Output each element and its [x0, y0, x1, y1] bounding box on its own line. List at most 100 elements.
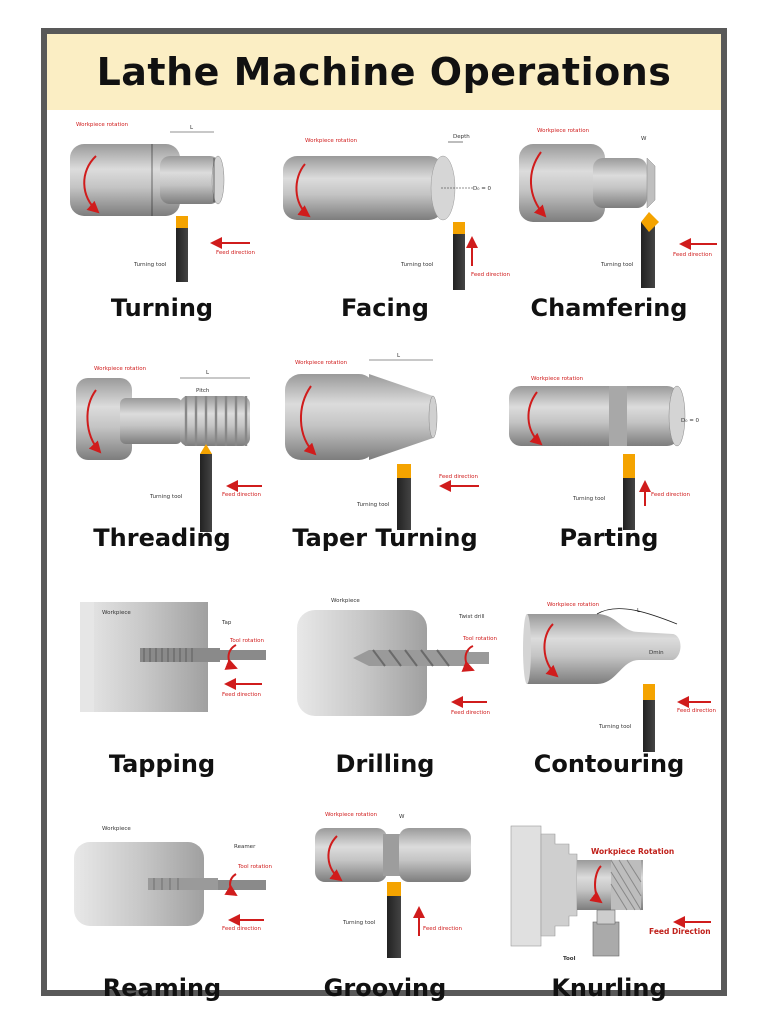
turning-tool [176, 216, 188, 282]
workpiece-label: Workpiece [102, 826, 131, 832]
feed-direction-label: Feed direction [222, 692, 261, 698]
workpiece-body [519, 144, 605, 222]
width-label: W [641, 136, 647, 142]
turning-tool-label: Turning tool [572, 496, 606, 502]
operation-caption: Parting [559, 524, 659, 552]
length-label: L [637, 608, 641, 614]
tool-rotation-arrow [224, 644, 238, 670]
length-label: L [190, 125, 194, 131]
operation-caption: Reaming [102, 974, 222, 1002]
feed-direction-label: Feed direction [439, 474, 478, 480]
d0-label: D₀ = 0 [681, 418, 700, 424]
workpiece-rotation-label: Workpiece rotation [76, 122, 129, 128]
rotation-arrow [529, 151, 547, 218]
operation-knurling: Workpiece Rotation Feed Direction Tool K… [497, 796, 721, 1026]
operation-contouring: Workpiece rotation L Dmin Feed direction… [497, 572, 721, 802]
workpiece-left [315, 828, 387, 882]
operation-caption: Tapping [108, 750, 216, 778]
knurling-tool [592, 921, 620, 957]
tool-rotation-arrow [224, 873, 238, 897]
feed-direction-label: Feed direction [651, 492, 690, 498]
workpiece-body [285, 374, 375, 460]
twist-drill [353, 649, 489, 667]
tool-rotation-label: Tool rotation [237, 864, 273, 870]
page-title: Lathe Machine Operations [96, 50, 672, 94]
workpiece-body [297, 610, 427, 716]
parting-groove [609, 386, 627, 446]
turning-tool [453, 222, 465, 290]
feed-direction-label: Feed Direction [649, 927, 711, 936]
reamer-label: Reamer [234, 844, 256, 850]
turning-tool-label: Turning tool [600, 262, 634, 268]
rotation-arrow [327, 835, 343, 882]
rotation-arrow [295, 163, 311, 218]
length-label: L [397, 353, 401, 359]
operation-caption: Drilling [335, 750, 435, 778]
turning-tool-label: Turning tool [400, 262, 434, 268]
rotation-arrow [299, 385, 317, 456]
workpiece-right [399, 828, 471, 882]
tool-rotation-label: Tool rotation [462, 636, 498, 642]
workpiece-turned-section [160, 156, 220, 204]
pitch-label: Pitch [196, 388, 210, 394]
operation-chamfering: Workpiece rotation W Feed direction Turn… [497, 116, 721, 346]
operation-caption: Contouring [533, 750, 685, 778]
workpiece-rotation-label: Workpiece rotation [325, 812, 378, 818]
feed-direction-label: Feed direction [423, 926, 462, 932]
twist-drill-label: Twist drill [458, 614, 485, 620]
operation-caption: Knurling [551, 974, 667, 1002]
turning-tool-label: Turning tool [342, 920, 376, 926]
tool-tip [453, 222, 465, 234]
tap-tool [140, 648, 266, 662]
operation-caption: Grooving [323, 974, 447, 1002]
groove [383, 834, 403, 876]
workpiece-rotation-label: Workpiece Rotation [591, 847, 674, 856]
rotation-arrow [527, 391, 543, 446]
depth-label: Depth [453, 134, 470, 140]
operation-caption: Turning [110, 294, 214, 322]
length-label: L [206, 370, 210, 376]
feed-direction-label: Feed direction [222, 492, 261, 498]
title-banner: Lathe Machine Operations [47, 34, 721, 110]
tool-tip [643, 684, 655, 700]
operation-turning: L Workpiece rotation Feed direction Turn… [50, 116, 274, 346]
workpiece-rotation-label: Workpiece rotation [94, 366, 147, 372]
tool-rotation-arrow [461, 645, 475, 672]
dmin-label: Dmin [649, 650, 664, 656]
operation-taper-turning: Workpiece rotation L Feed direction Turn… [273, 346, 497, 576]
tool-tip [176, 216, 188, 228]
lathe-chuck [510, 825, 578, 947]
poster-frame: Lathe Machine Operations [41, 28, 727, 1002]
workpiece-rotation-label: Workpiece rotation [295, 360, 348, 366]
feed-direction-label: Feed direction [451, 710, 490, 716]
operation-tapping: Workpiece Tap Tool rotation Feed directi… [50, 572, 274, 802]
workpiece-taper [369, 374, 433, 460]
tool-tip [623, 454, 635, 478]
rotation-arrow [86, 389, 102, 454]
tap-label: Tap [221, 620, 232, 626]
turning-tool-label: Turning tool [598, 724, 632, 730]
workpiece-body [283, 156, 443, 220]
operation-caption: Facing [341, 294, 429, 322]
tool-tip [397, 464, 411, 478]
operation-caption: Taper Turning [292, 524, 478, 552]
feed-direction-label: Feed direction [222, 926, 261, 932]
rotation-arrow [589, 865, 603, 904]
rotation-arrow [543, 623, 559, 678]
operation-grooving: Workpiece rotation W Feed direction Turn… [273, 796, 497, 1026]
tool-tip [387, 882, 401, 896]
d0-label: D₀ = 0 [473, 186, 492, 192]
turning-tool [397, 464, 411, 530]
workpiece-chamfer-section [593, 158, 647, 208]
contoured-workpiece [527, 614, 681, 684]
rotation-arrow [83, 155, 100, 214]
tool-label: Tool [563, 956, 576, 962]
workpiece-label: Workpiece [102, 610, 131, 616]
workpiece-rotation-label: Workpiece rotation [531, 376, 584, 382]
feed-direction-label: Feed direction [673, 252, 712, 258]
tool-tip [200, 444, 212, 454]
turning-tool-label: Turning tool [133, 262, 167, 268]
operation-parting: Workpiece rotation D₀ = 0 Feed direction… [497, 346, 721, 576]
tool-rotation-label: Tool rotation [229, 638, 265, 644]
operation-drilling: Workpiece Twist drill Tool rotation Feed… [273, 572, 498, 802]
